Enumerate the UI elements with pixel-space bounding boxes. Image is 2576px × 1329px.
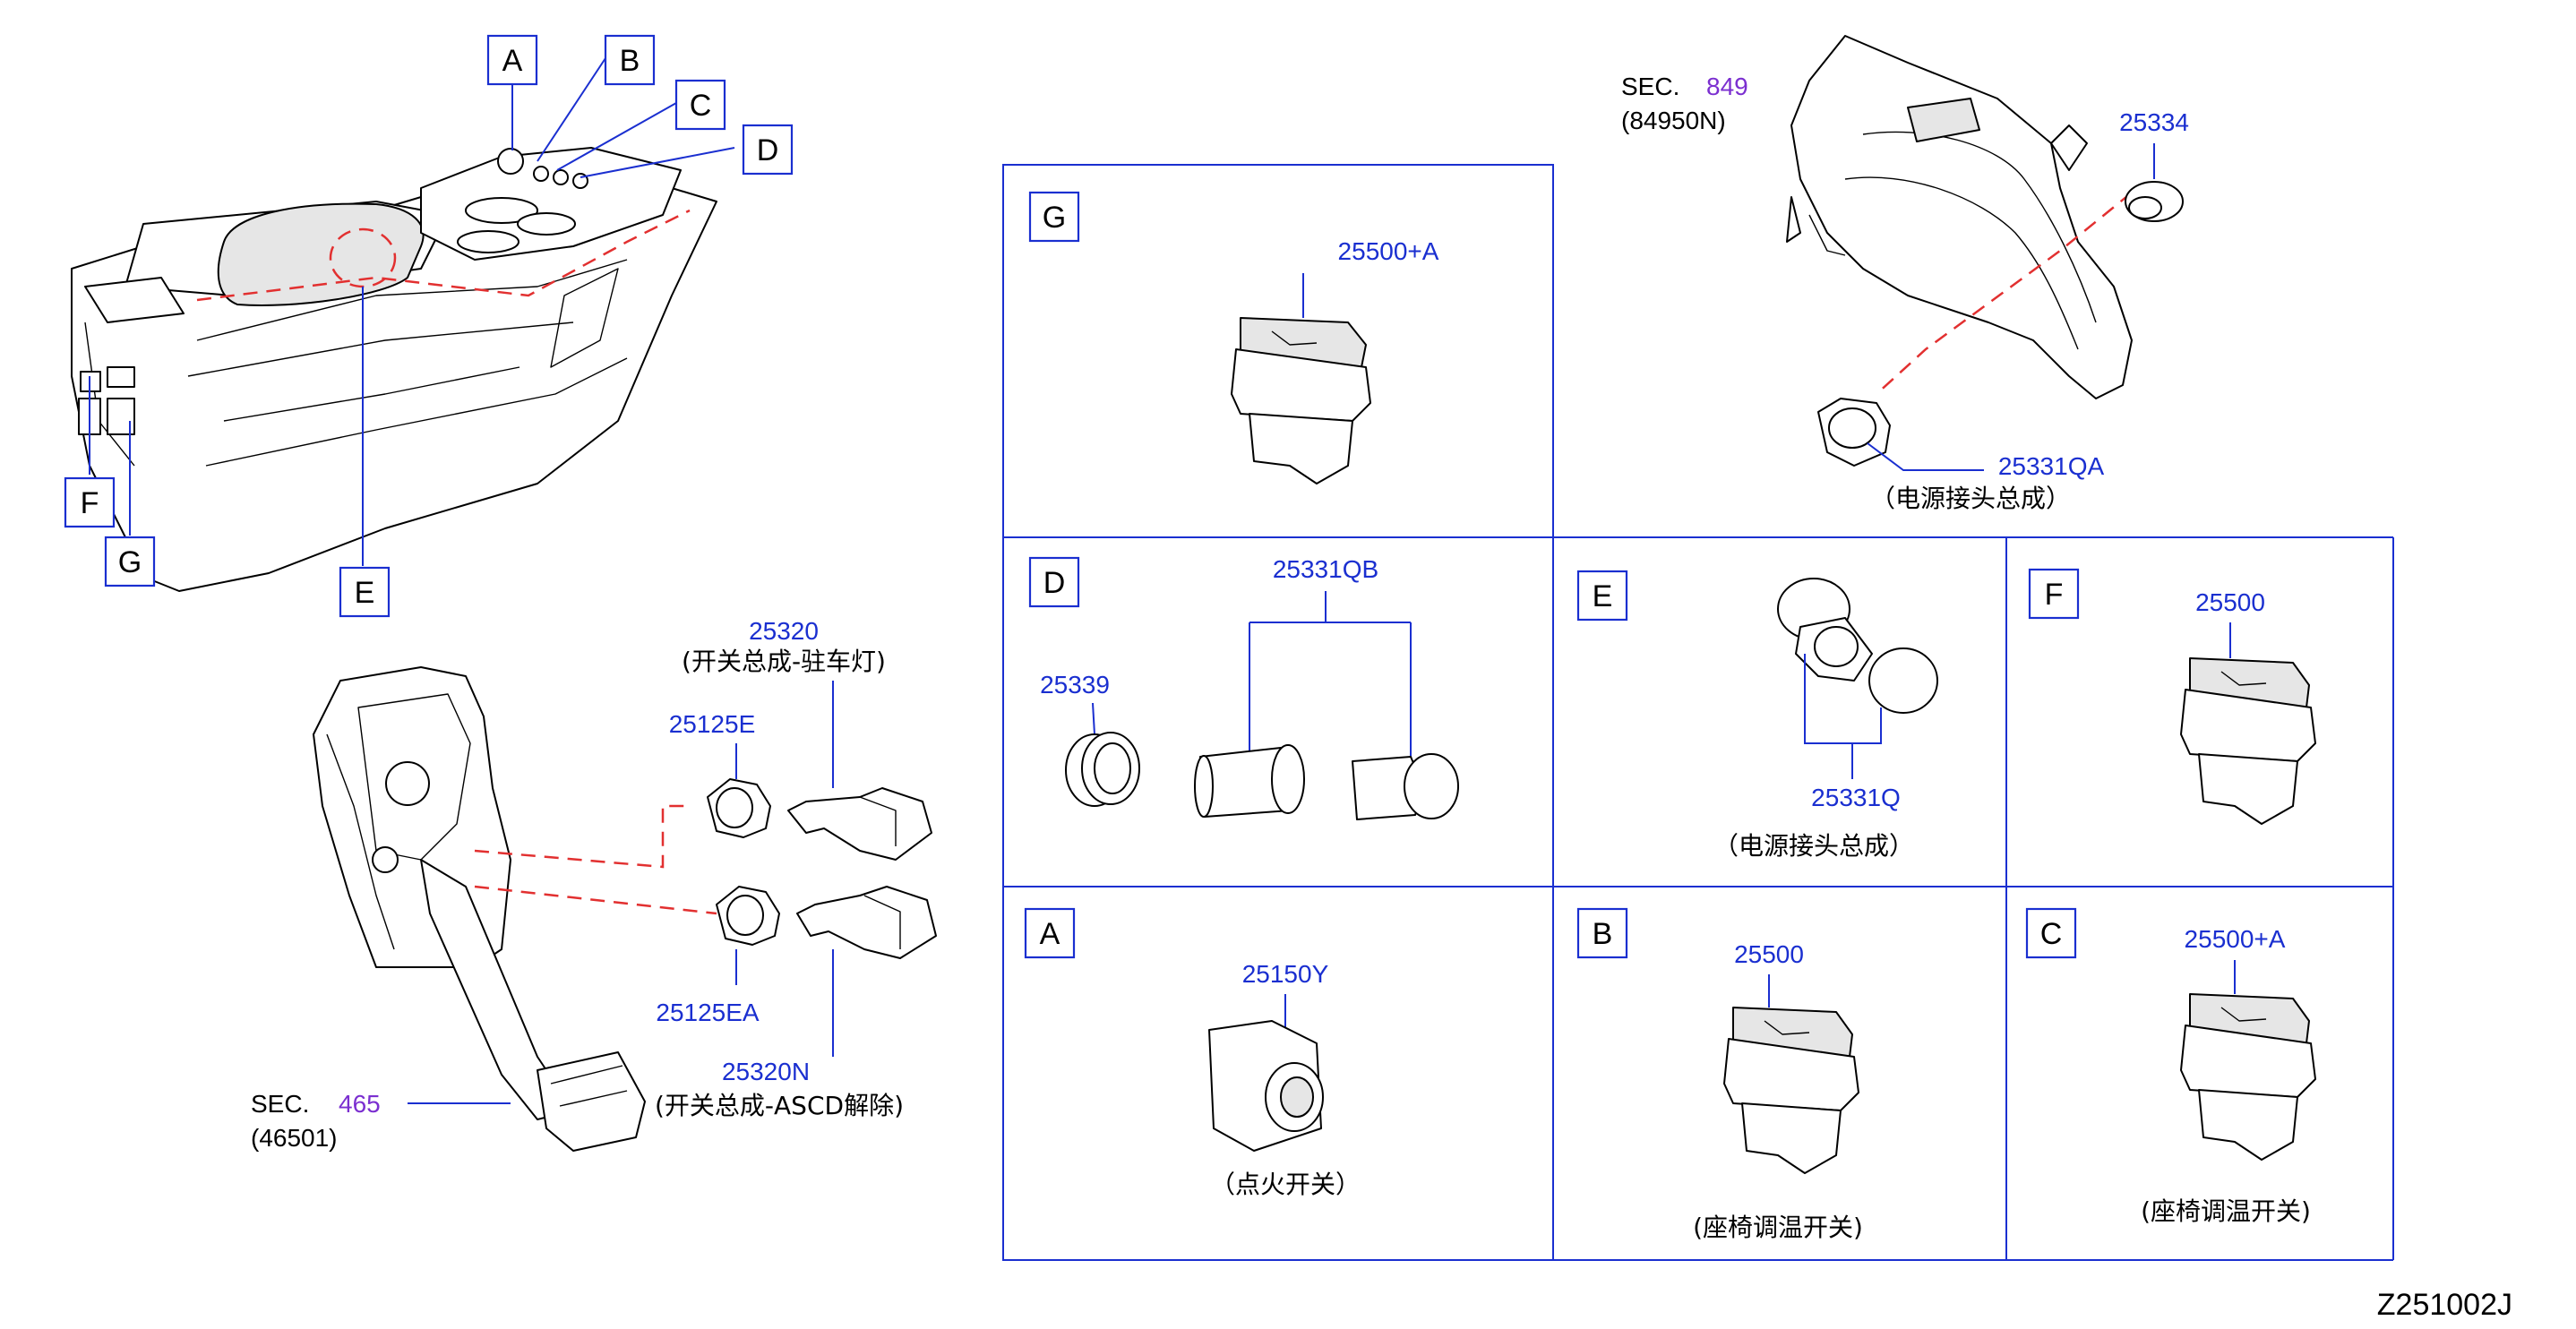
svg-text:D: D <box>757 133 779 167</box>
center-console-illustration <box>71 147 717 592</box>
panel-a: A 25150Y （点火开关） <box>1024 907 1361 1199</box>
socket-cap-25331qb <box>1352 753 1459 820</box>
svg-text:G: G <box>118 545 142 579</box>
stop-lamp-switch-25320 <box>707 681 932 861</box>
diagram-code: Z251002J <box>2377 1288 2512 1322</box>
svg-text:E: E <box>355 576 375 610</box>
power-socket-25331q <box>1777 578 1938 714</box>
panel-a-description: （点火开关） <box>1210 1170 1361 1199</box>
panel-b: B 25500 (座椅调温开关) <box>1576 907 1863 1242</box>
panel-c: C 25500+A (座椅调温开关) <box>2025 907 2316 1226</box>
pedal-sec-label: SEC. <box>251 1090 309 1118</box>
trim-sec-number: 849 <box>1706 73 1748 100</box>
panel-a-part-number: 25150Y <box>1242 960 1329 988</box>
panel-b-description: (座椅调温开关) <box>1693 1213 1863 1242</box>
panel-f: F 25500 <box>2028 568 2316 825</box>
trim-socket-part-number: 25331QA <box>1998 452 2105 480</box>
svg-text:C: C <box>2040 917 2063 951</box>
trim-cap-part-number: 25334 <box>2119 108 2189 136</box>
pedal-clip-bottom-part-number: 25125EA <box>656 999 760 1026</box>
svg-text:B: B <box>1593 917 1613 951</box>
svg-text:A: A <box>502 44 523 78</box>
panel-g: G 25500+A <box>1028 191 1439 484</box>
trim-socket-description: （电源接头总成） <box>1870 484 2071 513</box>
seat-heater-switch-g <box>1231 317 1371 484</box>
panel-c-part-number: 25500+A <box>2185 925 2286 953</box>
callout-f-console: F <box>64 476 116 528</box>
pedal-switch-bottom-description: (开关总成-ASCD解除) <box>655 1091 904 1120</box>
socket-housing-25331qb <box>1194 744 1305 818</box>
seat-heater-switch-f <box>2180 657 2316 825</box>
callout-b-console: B <box>604 34 656 86</box>
panel-grid <box>1002 164 2394 1261</box>
svg-text:D: D <box>1043 566 1066 600</box>
svg-text:G: G <box>1043 201 1066 235</box>
panel-d-ring-part-number: 25339 <box>1040 671 1110 699</box>
ascd-switch-25320n <box>716 886 937 1057</box>
callout-d-console: D <box>742 124 794 176</box>
retainer-ring-25339 <box>1065 732 1140 807</box>
brake-pedal-illustration <box>313 666 717 1152</box>
pedal-sec-number: 465 <box>339 1090 381 1118</box>
panel-e-description: （电源接头总成） <box>1713 831 1914 861</box>
pedal-switch-top-part-number: 25320 <box>749 617 819 645</box>
trim-sec-label: SEC. <box>1621 73 1679 100</box>
panel-d-main-part-number: 25331QB <box>1273 555 1378 583</box>
console-leader-lines <box>89 57 735 566</box>
seat-heater-switch-c <box>2180 993 2316 1161</box>
svg-text:C: C <box>690 89 712 123</box>
seat-heater-switch-b <box>1723 1007 1859 1174</box>
luggage-side-trim-illustration <box>1786 35 2133 399</box>
callout-a-console: A <box>486 34 538 86</box>
callout-c-console: C <box>674 79 726 131</box>
panel-e-part-number: 25331Q <box>1811 784 1901 811</box>
trim-sec-code: (84950N) <box>1621 107 1726 134</box>
panel-f-part-number: 25500 <box>2195 588 2265 616</box>
pedal-switch-top-description: (开关总成-驻车灯) <box>682 647 886 676</box>
panel-c-description: (座椅调温开关) <box>2141 1196 2311 1226</box>
callout-e-console: E <box>339 566 391 618</box>
panel-g-part-number: 25500+A <box>1338 237 1439 265</box>
callout-g-console: G <box>104 536 156 587</box>
svg-text:B: B <box>620 44 640 78</box>
power-socket-25331qa <box>1817 398 1984 471</box>
pedal-switch-bottom-part-number: 25320N <box>722 1058 810 1085</box>
svg-text:A: A <box>1040 917 1060 951</box>
pedal-clip-top-part-number: 25125E <box>669 710 756 738</box>
panel-e: E 25331Q （电源接头总成） <box>1576 570 1938 861</box>
svg-text:E: E <box>1593 579 1613 613</box>
cap-25334 <box>2125 143 2184 222</box>
pedal-sec-code: (46501) <box>251 1124 338 1152</box>
svg-text:F: F <box>2045 578 2064 612</box>
panel-d: D 25331QB 25339 <box>1028 555 1459 820</box>
panel-b-part-number: 25500 <box>1734 940 1804 968</box>
svg-text:F: F <box>81 486 99 520</box>
ignition-switch-25150y <box>1208 1020 1324 1152</box>
